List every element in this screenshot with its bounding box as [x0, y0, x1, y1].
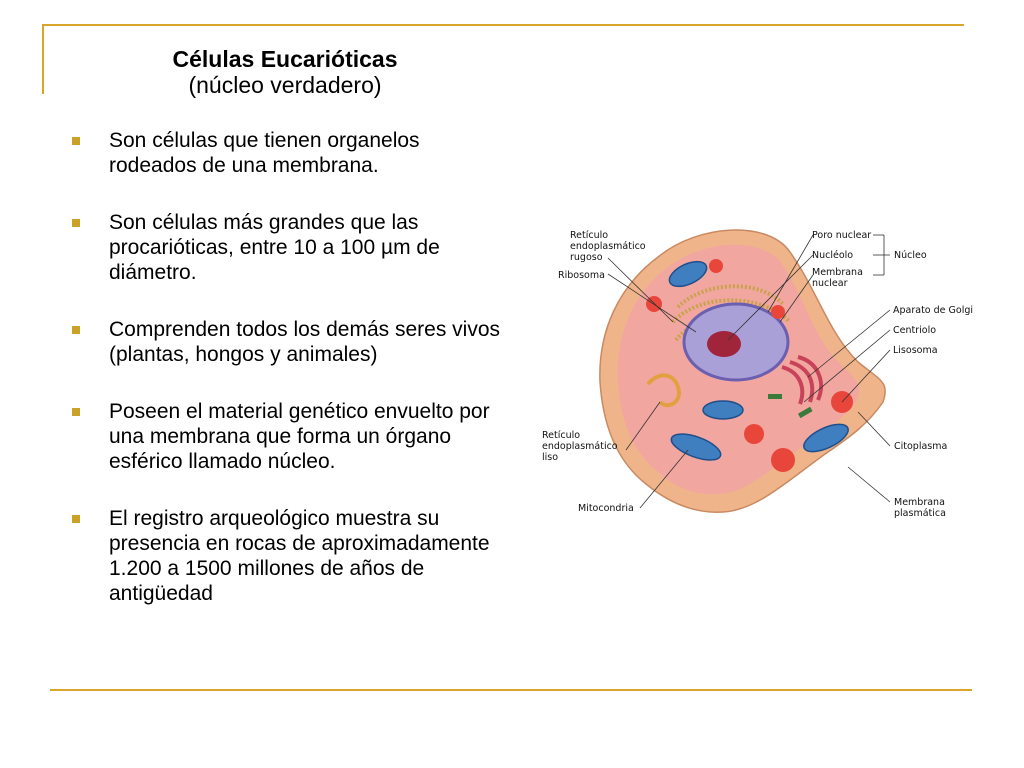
label-ser-line3: liso — [542, 452, 558, 463]
bullet-square-icon — [72, 137, 80, 145]
mitochondrion-shape — [803, 423, 849, 453]
lysosome-shape — [709, 259, 723, 273]
nucleolus-shape — [707, 331, 741, 357]
cell-illustration — [599, 229, 886, 513]
bullet-square-icon — [72, 515, 80, 523]
mitochondrion-shape — [670, 433, 722, 461]
bullet-item: Comprenden todos los demás seres vivos (… — [72, 317, 512, 367]
label-nuclear-membrane-line1: Membrana — [812, 267, 863, 278]
bullet-item: El registro arqueológico muestra su pres… — [72, 506, 512, 606]
label-nucleolus: Nucléolo — [812, 250, 853, 261]
label-nucleus: Núcleo — [894, 250, 927, 261]
mitochondrion-shape — [702, 400, 744, 420]
bullet-item: Son células que tienen organelos rodeado… — [72, 128, 512, 178]
centriole-shape — [797, 406, 813, 419]
bullet-square-icon — [72, 326, 80, 334]
label-rer-line3: rugoso — [570, 252, 603, 263]
label-leader-lines — [607, 234, 891, 509]
bullet-text: Son células más grandes que las procarió… — [109, 211, 440, 284]
frame-bottom-line — [50, 689, 972, 691]
label-lysosome: Lisosoma — [893, 345, 938, 356]
label-plasma-membrane-line2: plasmática — [894, 508, 946, 519]
golgi-shape — [781, 355, 824, 405]
bullet-square-icon — [72, 408, 80, 416]
bullet-list: Son células que tienen organelos rodeado… — [72, 128, 512, 638]
lysosome-shape — [771, 448, 795, 472]
label-rer-line2: endoplasmático — [570, 241, 646, 252]
bullet-text: Comprenden todos los demás seres vivos (… — [109, 318, 501, 366]
slide-title: Células Eucarióticas — [172, 46, 398, 72]
centriole-shape — [768, 394, 782, 399]
label-rer-line1: Retículo — [570, 230, 608, 241]
mitochondrion-shape — [668, 260, 708, 288]
label-golgi: Aparato de Golgi — [893, 305, 973, 316]
bullet-text: El registro arqueológico muestra su pres… — [109, 507, 490, 605]
label-ser-line1: Retículo — [542, 430, 580, 441]
lysosome-shape — [771, 305, 785, 319]
lysosome-shape — [744, 424, 764, 444]
bullet-item: Son células más grandes que las procarió… — [72, 210, 512, 285]
label-ser-line2: endoplasmático — [542, 441, 618, 452]
label-cytoplasm: Citoplasma — [894, 441, 947, 452]
smooth-er-shape — [646, 373, 681, 408]
label-nuclear-pore: Poro nuclear — [812, 230, 871, 241]
bullet-text: Poseen el material genético envuelto por… — [109, 400, 490, 473]
label-nuclear-membrane-line2: nuclear — [812, 278, 848, 289]
label-centriole: Centriolo — [893, 325, 936, 336]
label-mitochondria: Mitocondria — [578, 503, 634, 514]
bullet-item: Poseen el material genético envuelto por… — [72, 399, 512, 474]
slide-subtitle: (núcleo verdadero) — [188, 72, 382, 98]
frame-left-line — [42, 24, 44, 94]
label-ribosome: Ribosoma — [558, 270, 605, 281]
label-plasma-membrane-line1: Membrana — [894, 497, 945, 508]
bullet-square-icon — [72, 219, 80, 227]
frame-top-line — [42, 24, 964, 26]
bullet-text: Son células que tienen organelos rodeado… — [109, 129, 420, 177]
title-block: Células Eucarióticas (núcleo verdadero) — [70, 46, 500, 98]
